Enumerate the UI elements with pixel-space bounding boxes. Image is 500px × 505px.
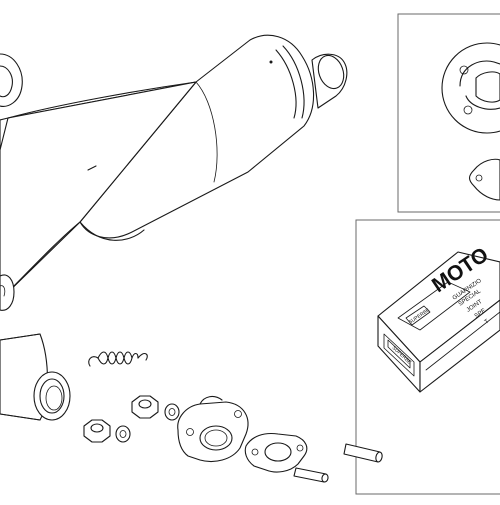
nut-icon	[132, 396, 158, 418]
link-pipe-icon	[0, 334, 70, 420]
washer-icon	[165, 404, 179, 420]
spring-icon	[89, 352, 148, 366]
flange-gasket-icon	[245, 434, 307, 473]
gasket-detail-inset	[398, 14, 500, 212]
washer-icon	[116, 426, 130, 442]
stud-pin-icon	[294, 468, 329, 483]
muffler-icon	[0, 35, 348, 300]
nut-icon	[84, 420, 110, 442]
header-collar-icon	[0, 54, 22, 106]
exhaust-flange-icon	[178, 397, 248, 462]
muffler-inlet-cone-icon	[0, 275, 14, 310]
